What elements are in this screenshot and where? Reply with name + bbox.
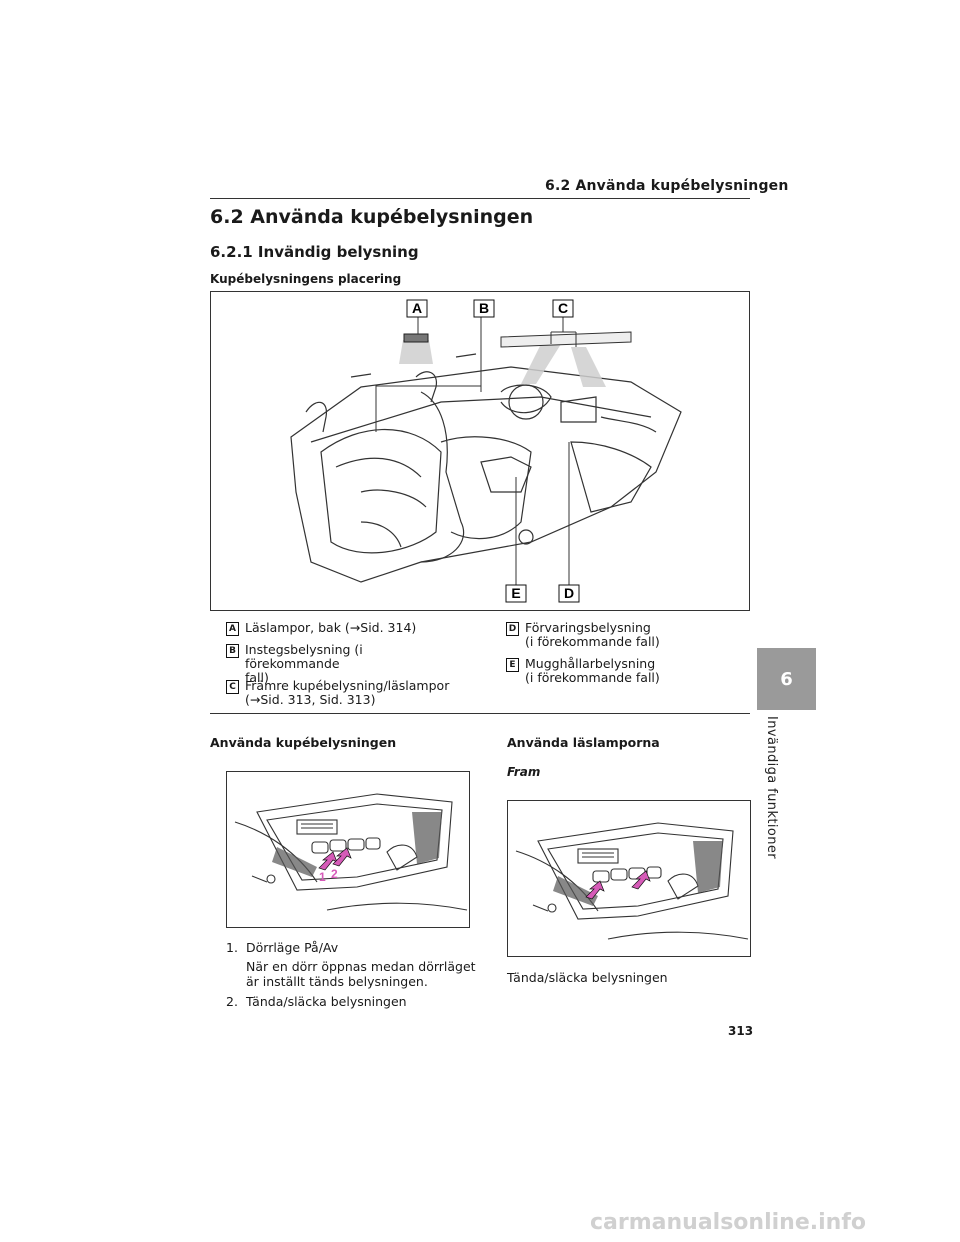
section-title: 6.2 Använda kupébelysningen bbox=[210, 206, 534, 228]
legend-item-e: E Mugghållarbelysning (i förekommande fa… bbox=[506, 657, 735, 685]
arrow-icon-left-lamp bbox=[585, 880, 605, 900]
figure-label-b-box bbox=[473, 299, 495, 318]
callout-2: 2 bbox=[331, 867, 338, 881]
arrow-icon-2 bbox=[332, 847, 352, 867]
figure-label-e-box bbox=[505, 584, 527, 603]
legend-text-e-line1: Mugghållarbelysning bbox=[525, 656, 656, 671]
figure-label-c-box bbox=[552, 299, 574, 318]
legend-text-c-line1: Främre kupébelysning/läslampor bbox=[245, 678, 450, 693]
front-lamp-beam-left bbox=[521, 344, 561, 384]
overhead-console-illustration-left: 1 2 bbox=[234, 793, 468, 911]
page-number: 313 bbox=[728, 1024, 754, 1038]
figure-title: Kupébelysningens placering bbox=[210, 272, 402, 286]
step-1-note-line1: När en dörr öppnas medan dörrläget bbox=[246, 959, 476, 974]
room-light-switch-figure: 1 2 bbox=[226, 771, 470, 928]
step-1-note: När en dörr öppnas medan dörrläget är in… bbox=[226, 959, 476, 989]
figure-label-c: C bbox=[558, 300, 568, 316]
reading-lamp-switch-figure bbox=[507, 800, 751, 957]
front-lamp-beam-right bbox=[571, 347, 606, 387]
step-2-number: 2. bbox=[226, 994, 238, 1009]
figure-label-d-box bbox=[558, 584, 580, 603]
front-console bbox=[500, 331, 632, 348]
legend-text-a: Läslampor, bak (→Sid. 314) bbox=[245, 620, 417, 635]
chapter-label: Invändiga funktioner bbox=[764, 716, 779, 860]
legend-text-d-line2: (i förekommande fall) bbox=[525, 634, 660, 649]
subsection-title: 6.2.1 Invändig belysning bbox=[210, 243, 419, 261]
figure-legend: A Läslampor, bak (→Sid. 314) B Instegsbe… bbox=[226, 621, 746, 711]
interior-lighting-figure: A B C E D bbox=[210, 291, 750, 611]
legend-key-e: E bbox=[506, 658, 519, 672]
legend-key-a: A bbox=[226, 622, 239, 636]
step-1-note-line2: är inställt tänds belysningen. bbox=[246, 974, 428, 989]
legend-text-b-line2: fall) bbox=[245, 670, 269, 685]
legend-text-d-line1: Förvaringsbelysning bbox=[525, 620, 651, 635]
step-1-text: Dörrläge På/Av bbox=[246, 940, 339, 955]
legend-item-c: C Främre kupébelysning/läslampor (→Sid. … bbox=[226, 679, 455, 707]
right-column-caption: Tända/släcka belysningen bbox=[507, 970, 668, 985]
step-2-text: Tända/släcka belysningen bbox=[246, 994, 407, 1009]
legend-text-e-line2: (i förekommande fall) bbox=[525, 670, 660, 685]
legend-key-d: D bbox=[506, 622, 519, 636]
figure-label-a: A bbox=[412, 300, 422, 316]
rear-reading-lamp bbox=[403, 333, 429, 343]
left-column-steps: 1. Dörrläge På/Av När en dörr öppnas med… bbox=[226, 940, 476, 1009]
left-column-title: Använda kupébelysningen bbox=[210, 735, 397, 750]
legend-item-b: B Instegsbelysning (i förekommande fall) bbox=[226, 643, 455, 685]
chapter-number: 6 bbox=[780, 668, 793, 690]
legend-text-b-line1: Instegsbelysning (i förekommande bbox=[245, 642, 363, 671]
step-1-number: 1. bbox=[226, 940, 238, 955]
figure-label-a-box bbox=[406, 299, 428, 318]
legend-key-c: C bbox=[226, 680, 239, 694]
legend-item-d: D Förvaringsbelysning (i förekommande fa… bbox=[506, 621, 735, 649]
right-column-title: Använda läslamporna bbox=[507, 735, 660, 750]
car-interior-illustration: A B C E D bbox=[290, 299, 682, 603]
running-header: 6.2 Använda kupébelysningen bbox=[545, 178, 789, 194]
arrow-icon-1 bbox=[318, 851, 338, 871]
rear-lamp-beam bbox=[399, 340, 433, 364]
watermark: carmanualsonline.info bbox=[590, 1210, 866, 1235]
step-1: 1. Dörrläge På/Av bbox=[226, 940, 476, 955]
figure-label-b: B bbox=[479, 300, 489, 316]
chapter-tab: 6 bbox=[757, 648, 816, 710]
step-2: 2. Tända/släcka belysningen bbox=[226, 994, 476, 1009]
legend-key-b: B bbox=[226, 644, 239, 658]
overhead-console-illustration-right bbox=[515, 822, 749, 940]
figure-label-e: E bbox=[511, 585, 520, 601]
legend-item-a: A Läslampor, bak (→Sid. 314) bbox=[226, 621, 455, 636]
section-rule bbox=[210, 713, 750, 714]
right-column-subtitle: Fram bbox=[507, 765, 541, 779]
figure-label-d: D bbox=[564, 585, 574, 601]
arrow-icon-right-lamp bbox=[631, 870, 651, 890]
header-rule bbox=[210, 198, 750, 199]
legend-text-c-line2: (→Sid. 313, Sid. 313) bbox=[245, 692, 376, 707]
callout-1: 1 bbox=[319, 870, 326, 884]
